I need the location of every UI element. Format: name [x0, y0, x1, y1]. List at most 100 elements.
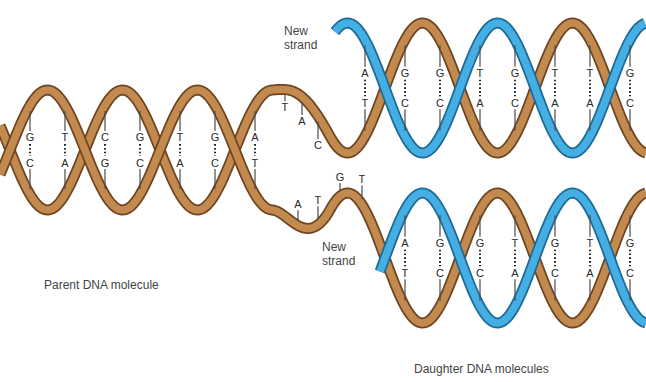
base-stub [479, 215, 480, 236]
base-letter: G [436, 67, 445, 79]
molecule-caption: Daughter DNA molecules [414, 362, 549, 376]
hydrogen-bond [514, 250, 516, 267]
hydrogen-bond [554, 250, 556, 267]
base-letter: A [586, 97, 593, 109]
base-letter: G [211, 131, 220, 143]
base-stub [254, 111, 255, 131]
base-stub [364, 45, 365, 66]
hydrogen-bond [139, 144, 141, 156]
base-stub [317, 206, 318, 219]
base-stub [404, 279, 405, 300]
base-letter: A [551, 97, 558, 109]
base-letter: T [177, 131, 184, 143]
molecule-caption: Parent DNA molecule [44, 278, 159, 292]
base-letter: C [626, 97, 634, 109]
base-stub [514, 109, 515, 130]
base-letter: T [552, 67, 559, 79]
base-letter: G [511, 67, 520, 79]
base-stub [214, 169, 215, 189]
dna-strand [380, 193, 646, 323]
base-letter: C [511, 97, 519, 109]
base-stub [139, 169, 140, 189]
base-letter: T [477, 67, 484, 79]
base-stub [404, 45, 405, 66]
base-stub [514, 45, 515, 66]
base-letter: A [176, 157, 183, 169]
base-letter: T [282, 101, 289, 113]
base-letter: T [62, 131, 69, 143]
base-stub [589, 109, 590, 130]
base-stub [514, 279, 515, 300]
base-stub [179, 111, 180, 131]
base-stub [589, 215, 590, 236]
hydrogen-bond [404, 80, 406, 97]
base-stub [29, 169, 30, 189]
base-stub [297, 210, 298, 220]
base-stub [254, 169, 255, 189]
base-stub [629, 109, 630, 130]
base-letter: C [626, 267, 634, 279]
base-letter: C [211, 157, 219, 169]
dna-strand-edge [380, 193, 646, 323]
base-letter: A [511, 267, 518, 279]
base-stub [284, 95, 285, 101]
base-stub [317, 122, 318, 140]
base-letter: G [336, 171, 345, 183]
base-letter: C [314, 139, 322, 151]
base-stub [301, 102, 302, 115]
base-letter: C [401, 97, 409, 109]
base-stub [179, 169, 180, 189]
base-stub [104, 169, 105, 189]
base-letter: T [587, 67, 594, 79]
base-letter: A [294, 198, 301, 210]
base-letter: T [512, 237, 519, 249]
hydrogen-bond [439, 80, 441, 97]
base-stub [104, 111, 105, 131]
base-stub [479, 279, 480, 300]
dna-strand [335, 23, 645, 153]
base-stub [554, 279, 555, 300]
dna-strand-edge [335, 23, 645, 153]
base-letter: T [359, 173, 366, 185]
base-stub [589, 279, 590, 300]
base-stub [514, 215, 515, 236]
strand-label: New strand [284, 24, 326, 52]
hydrogen-bond [364, 80, 366, 97]
base-letter: C [26, 157, 34, 169]
base-stub [479, 109, 480, 130]
base-letter: G [436, 237, 445, 249]
hydrogen-bond [179, 144, 181, 156]
base-stub [404, 109, 405, 130]
base-stub [554, 109, 555, 130]
base-letter: C [436, 97, 444, 109]
base-stub [439, 279, 440, 300]
hydrogen-bond [29, 144, 31, 156]
base-letter: G [626, 67, 635, 79]
base-stub [589, 45, 590, 66]
base-letter: A [401, 237, 408, 249]
base-stub [139, 111, 140, 131]
base-letter: G [136, 131, 145, 143]
base-letter: T [362, 97, 369, 109]
base-letter: C [436, 267, 444, 279]
base-stub [361, 185, 362, 199]
base-letter: T [402, 267, 409, 279]
base-stub [64, 111, 65, 131]
base-stub [629, 279, 630, 300]
base-stub [214, 111, 215, 131]
hydrogen-bond [554, 80, 556, 97]
hydrogen-bond [439, 250, 441, 267]
base-letter: G [476, 237, 485, 249]
base-letter: A [298, 115, 305, 127]
base-letter: A [61, 157, 68, 169]
hydrogen-bond [104, 144, 106, 156]
base-letter: C [101, 131, 109, 143]
base-stub [404, 215, 405, 236]
hydrogen-bond [479, 80, 481, 97]
base-letter: C [551, 267, 559, 279]
base-letter: G [101, 157, 110, 169]
base-stub [629, 215, 630, 236]
